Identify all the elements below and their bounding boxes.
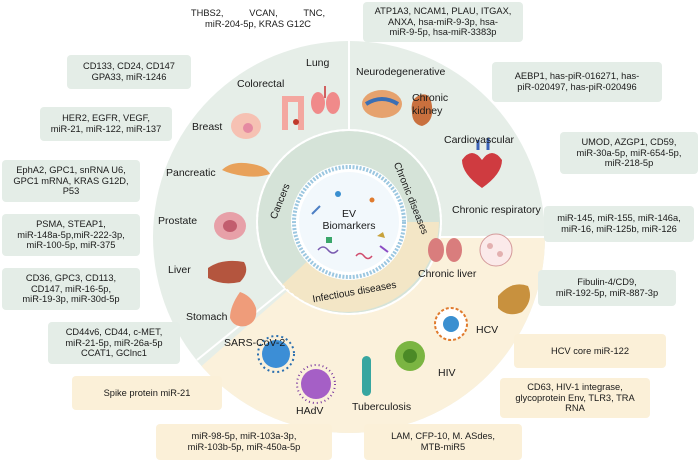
biomarker-box-chronic-liver: Fibulin-4/CD9,miR-192-5p, miR-887-3p bbox=[538, 270, 676, 306]
label-liver: Liver bbox=[168, 264, 191, 276]
colorectal-icon bbox=[282, 96, 304, 130]
label-chronic-respiratory: Chronic respiratory bbox=[452, 204, 541, 216]
biomarker-box-hcv: HCV core miR-122 bbox=[514, 334, 666, 368]
label-cardiovascular: Cardiovascular bbox=[444, 134, 515, 146]
brain-icon bbox=[362, 90, 402, 118]
label-hcv: HCV bbox=[476, 324, 499, 336]
pancreas-icon bbox=[222, 162, 270, 177]
label-colorectal: Colorectal bbox=[237, 78, 285, 90]
label-breast: Breast bbox=[192, 121, 223, 133]
ev-cargo-icons bbox=[311, 191, 389, 260]
biomarker-box-liver: CD36, GPC3, CD113,CD147, miR-16-5p,miR-1… bbox=[2, 268, 140, 310]
hadv-icon bbox=[296, 364, 336, 404]
label-chronic-kidney-1: Chronic bbox=[412, 92, 449, 104]
biomarker-box-hadv: miR-98-5p, miR-103a-3p,miR-103b-5p, miR-… bbox=[156, 424, 332, 460]
label-lung: Lung bbox=[306, 57, 330, 69]
label-neurodegenerative: Neurodegenerative bbox=[356, 66, 446, 78]
biomarker-box-breast: HER2, EGFR, VEGF,miR-21, miR-122, miR-13… bbox=[40, 107, 172, 141]
label-hiv: HIV bbox=[438, 367, 456, 379]
hcv-icon bbox=[434, 307, 468, 341]
label-sars-cov-2: SARS-CoV-2 bbox=[224, 337, 286, 349]
liver-icon bbox=[208, 260, 247, 284]
label-stomach: Stomach bbox=[186, 311, 228, 323]
chronic-liver-icon bbox=[498, 284, 530, 315]
label-tuberculosis: Tuberculosis bbox=[352, 401, 412, 413]
ev-title-line1: EV bbox=[341, 208, 356, 220]
label-prostate: Prostate bbox=[158, 215, 198, 227]
biomarker-box-stomach: CD44v6, CD44, c-MET,miR-21-5p, miR-26a-5… bbox=[48, 322, 180, 364]
biomarker-box-chronic-kidney: AEBP1, has-piR-016271, has-piR-020497, h… bbox=[492, 62, 662, 102]
biomarker-box-tuberculosis: LAM, CFP-10, M. ASdes,MTB-miR5 bbox=[364, 424, 522, 460]
sars-cov-2-icon bbox=[257, 335, 295, 373]
stomach-icon bbox=[230, 292, 257, 327]
biomarker-box-prostate: PSMA, STEAP1,miR-148a-5p,miR-222-3p,miR-… bbox=[2, 214, 140, 256]
ev-membrane bbox=[292, 165, 406, 279]
label-chronic-kidney-2: kidney bbox=[412, 105, 443, 117]
label-chronic-liver: Chronic liver bbox=[418, 268, 477, 280]
biomarker-box-neurodegenerative: ATP1A3, NCAM1, PLAU, ITGAX,ANXA, hsa-miR… bbox=[363, 2, 523, 42]
biomarker-box-lung: THBS2, VCAN, TNC,miR-204-5p, KRAS G12C bbox=[189, 4, 327, 34]
prostate-icon bbox=[214, 212, 246, 240]
biomarker-box-hiv: CD63, HIV-1 integrase,glycoprotein Env, … bbox=[500, 378, 650, 418]
hiv-icon bbox=[395, 341, 425, 371]
biomarker-box-cardiovascular: UMOD, AZGP1, CD59,miR-30a-5p, miR-654-5p… bbox=[560, 132, 698, 174]
biomarker-box-chronic-respiratory: miR-145, miR-155, miR-146a,miR-16, miR-1… bbox=[544, 206, 694, 242]
respiratory-icon bbox=[428, 233, 513, 267]
ev-biomarkers-title: EV Biomarkers bbox=[319, 208, 379, 232]
biomarker-box-sars-cov-2: Spike protein miR-21 bbox=[72, 376, 222, 410]
tuberculosis-icon bbox=[362, 356, 371, 396]
breast-icon bbox=[231, 113, 261, 139]
label-pancreatic: Pancreatic bbox=[166, 167, 216, 179]
label-hadv: HAdV bbox=[296, 405, 324, 417]
biomarker-box-pancreatic: EphA2, GPC1, snRNA U6,GPC1 mRNA, KRAS G1… bbox=[2, 160, 140, 202]
outer-ring-yellow bbox=[153, 237, 545, 433]
heart-icon bbox=[462, 138, 502, 188]
lung-icon bbox=[311, 86, 340, 114]
ev-title-line2: Biomarkers bbox=[322, 220, 376, 232]
kidney-icon bbox=[411, 94, 433, 126]
